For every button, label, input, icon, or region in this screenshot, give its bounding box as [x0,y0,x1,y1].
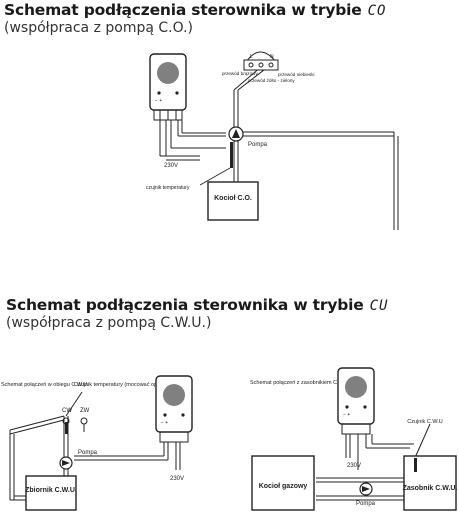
boiler-label: Kocioł C.O. [214,195,252,202]
section1-subtitle: (współpraca z pompą C.O.) [4,20,193,36]
section1-title-text: Schemat podłączenia sterownika w trybie [4,1,362,19]
pump-label: Pompa [356,501,376,507]
left-sensor-label: Czujnik temperatury (mocować opaską) [74,382,171,388]
section2-right-diagram: Schemat połączeń z zasobnikiem C.W.U. Cz… [250,367,458,511]
pump-icon [59,456,73,470]
temperature-sensor-icon [230,142,233,168]
section1-diagram: L N przewód brązowy przewód żółto - ziel… [146,51,399,230]
tank-label: Zbiornik C.W.U. [25,487,77,494]
section2-left-diagram: Schemat połączeń w obiegu C.W.U. Czujnik… [1,375,193,511]
section1-mode-code: CO [367,3,387,19]
right-caption: Schemat połączeń z zasobnikiem C.W.U. [250,380,351,386]
voltage-label: 230V [347,463,361,469]
left-caption: Schemat połączeń w obiegu C.W.U. [1,382,89,388]
sensor-label: czujnik temperatury [146,185,190,191]
gas-boiler-box [251,455,315,511]
terminal-mark-n: N [270,54,274,60]
section2-mode-code: CU [369,298,389,314]
voltage-label: 230V [164,163,178,169]
section1-title: Schemat podłączenia sterownika w trybie C… [4,1,386,19]
pump-icon [359,482,373,496]
temperature-sensor-icon [414,458,417,472]
section2-title: Schemat podłączenia sterownika w trybie C… [6,296,388,314]
wire-connector-icon [243,51,279,71]
cold-water-label: CW [62,408,72,414]
controller-terminals [153,109,183,121]
pump-label: Pompa [248,142,268,148]
boiler-box [207,181,259,221]
wire-yellow-green-label: przewód żółto - zielony [248,78,295,83]
tank-box [25,475,77,511]
wire-brown-label: przewód brązowy [222,71,258,76]
section2-subtitle: (współpraca z pompą C.W.U.) [6,315,212,331]
storage-tank-label: Zasobnik C.W.U. [403,485,458,492]
controller-icon [149,53,187,111]
controller-icon [337,367,375,425]
hot-water-label: ZW [80,408,90,414]
wire-blue-label: przewód niebieski [278,72,315,77]
gas-boiler-label: Kocioł gazowy [259,483,308,490]
temperature-sensor-icon [65,422,68,434]
terminal-mark-l: L [250,54,253,60]
tap-icon [80,417,88,425]
right-sensor-label: Czujnik C.W.U [407,419,442,425]
pump-icon [228,126,244,142]
pump-label: Pompa [78,450,98,456]
voltage-label: 230V [170,476,184,482]
controller-icon [155,375,193,433]
section2-title-text: Schemat podłączenia sterownika w trybie [6,296,364,314]
storage-tank-box [403,455,457,511]
